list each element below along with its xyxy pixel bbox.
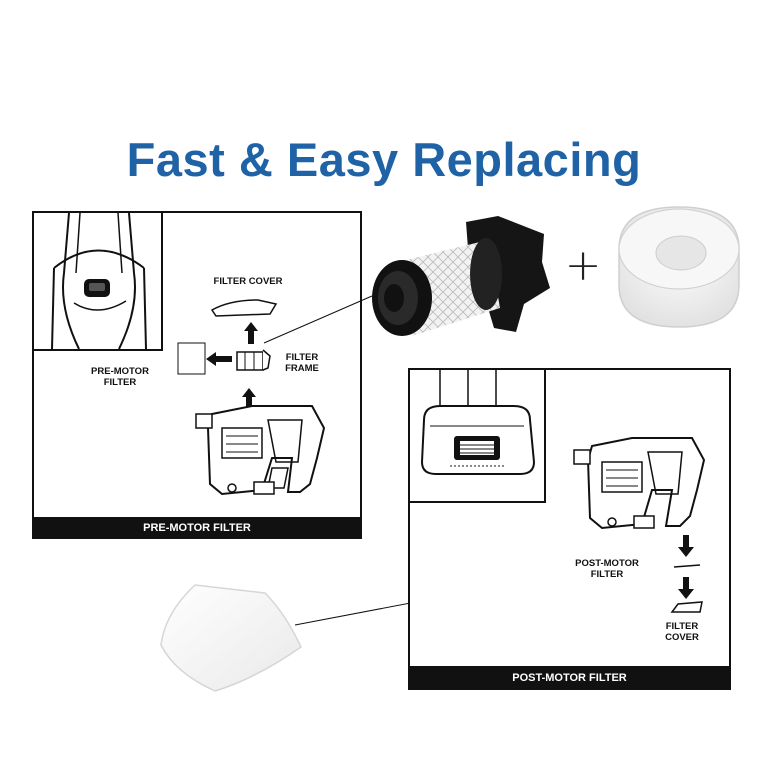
vacuum-body-illustration [573, 437, 706, 530]
pre-motor-filter-label-line1: PRE-MOTOR [91, 366, 149, 377]
up-arrow-icon [242, 388, 256, 410]
post-filter-cover-label-line2: COVER [665, 632, 699, 643]
post-motor-filter-illustration [673, 564, 701, 568]
post-filter-cover-label-line1: FILTER [665, 621, 699, 632]
filter-cover-label: FILTER COVER [213, 276, 283, 287]
post-filter-cover-label: FILTER COVER [654, 621, 710, 643]
post-motor-filter-label: POST-MOTOR FILTER [566, 558, 648, 580]
foam-filter-illustration [618, 206, 740, 328]
left-arrow-icon [206, 352, 232, 366]
down-arrow-icon [678, 577, 694, 599]
felt-filter-illustration [160, 584, 302, 692]
pre-motor-filter-label: PRE-MOTOR FILTER [80, 366, 160, 388]
pre-motor-filter-label-line2: FILTER [103, 377, 137, 388]
vacuum-top-illustration [51, 212, 147, 350]
pre-motor-footer: PRE-MOTOR FILTER [32, 517, 362, 539]
filter-frame-label-line2: FRAME [285, 363, 319, 374]
filter-cover-illustration [670, 601, 703, 613]
pre-motor-filter-illustration [177, 342, 206, 375]
filter-frame-illustration [236, 349, 271, 371]
plus-sign: + [564, 240, 602, 291]
filter-frame-label: FILTER FRAME [278, 352, 326, 374]
post-motor-footer: POST-MOTOR FILTER [408, 666, 731, 690]
down-arrow-icon [678, 535, 694, 557]
page-title: Fast & Easy Replacing [126, 133, 642, 186]
post-motor-filter-label-line1: POST-MOTOR [575, 558, 639, 569]
vacuum-bottom-illustration [420, 370, 536, 475]
up-arrow-icon [244, 322, 258, 344]
filter-cartridge-illustration [372, 216, 550, 336]
filter-frame-label-line1: FILTER [285, 352, 319, 363]
post-motor-filter-label-line2: FILTER [590, 569, 624, 580]
vacuum-body-illustration [195, 405, 326, 496]
filter-cover-illustration [210, 299, 278, 317]
